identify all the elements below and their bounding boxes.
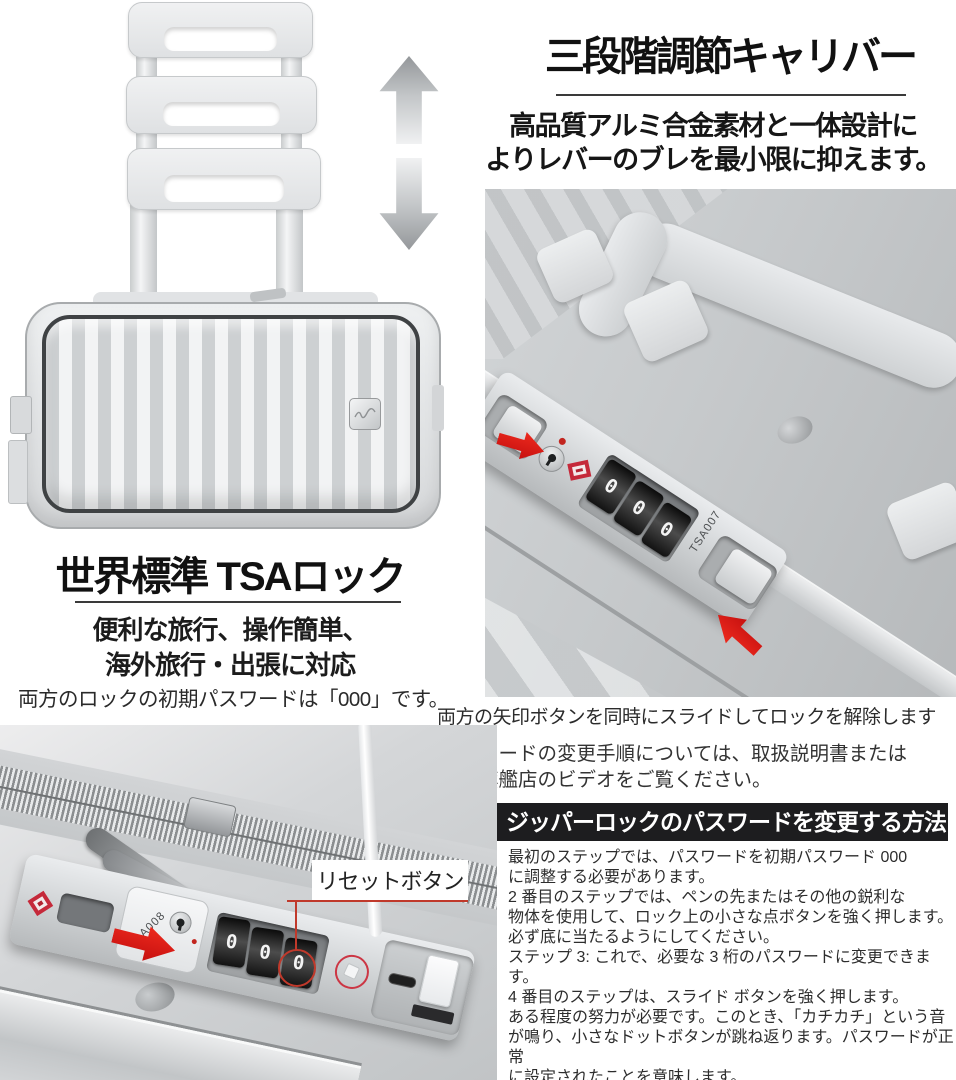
tsa-sub-line1: 便利な旅行、操作簡単、	[92, 615, 368, 645]
grip-hole	[163, 26, 278, 51]
manual-note-line2: 公式旗艦店のビデオをご覧ください。	[440, 769, 772, 791]
rivet	[773, 411, 817, 449]
dial-digit: 0	[655, 517, 678, 543]
usb-module	[369, 938, 475, 1037]
reset-callout-connector-line	[295, 901, 297, 951]
brand-logo-squiggle	[354, 408, 376, 419]
usb-a-plug	[418, 954, 460, 1008]
grip-hole	[162, 101, 281, 127]
dial-digit: 0	[257, 940, 273, 965]
retract-down-arrow-icon	[379, 158, 439, 250]
reset-callout-underline	[287, 900, 468, 902]
grip-hole	[164, 175, 284, 202]
combination-dial-1: 0	[211, 916, 251, 969]
side-trim-right	[432, 385, 444, 431]
carry-bar-title-underline	[556, 94, 906, 96]
carry-bar-title: 三段階調節キャリバー	[545, 35, 918, 79]
usb-a-port	[410, 1004, 455, 1025]
reset-callout-ring	[278, 949, 316, 987]
tsa-title-underline	[75, 601, 401, 603]
keyhole-icon	[167, 909, 194, 936]
tsa-lock-panel: 0 0 0 TSA007	[485, 369, 791, 628]
trolley-grip-stage-2	[126, 76, 317, 134]
tsa-lock-photo: 0 0 0 TSA007	[485, 189, 956, 697]
red-indicator-dot	[191, 938, 198, 945]
combination-dials: 0 0 0	[205, 911, 331, 996]
tsa008-plate: TSA008	[113, 884, 211, 975]
trolley-grip-stage-1	[128, 2, 313, 58]
dial-digit: 0	[600, 474, 622, 499]
dial-digit: 0	[627, 495, 650, 521]
keyhole-stem	[177, 922, 183, 932]
tsa-diamond-icon	[567, 459, 592, 481]
manual-note-line1: パスワードの変更手順については、取扱説明書または	[440, 743, 908, 765]
side-latch-lower	[8, 440, 28, 504]
pull-hook-notch	[55, 892, 116, 934]
lock-slide-button-right	[695, 532, 780, 613]
unlock-instruction: 両方の矢印ボタンを同時にスライドしてロックを解除します	[437, 707, 936, 728]
trolley-handle-photo	[0, 0, 470, 530]
zipper-lock-photo: TSA008 0 0 0	[0, 725, 497, 1080]
rivet	[132, 978, 178, 1016]
combination-dials: 0 0 0	[576, 452, 701, 564]
carry-bar-desc-line2: よりレバーのブレを最小限に抑えます。	[485, 145, 942, 175]
reset-button-area	[330, 949, 373, 994]
brand-badge	[349, 398, 381, 430]
reset-button-callout-box: リセットボタン	[312, 860, 468, 900]
tsa-sub-line2: 海外旅行・出張に対応	[104, 650, 356, 680]
steps-header: ジッパーロックのパスワードを変更する方法:	[497, 803, 954, 841]
reset-button-label: リセットボタン	[316, 869, 464, 894]
extend-up-arrow-icon	[379, 56, 439, 144]
carry-bar-desc-line1: 高品質アルミ合金素材と一体設計に	[509, 111, 918, 141]
keyhole-icon	[533, 440, 570, 477]
tsa-section-title: 世界標準 TSAロック	[55, 555, 406, 599]
dial-digit: 0	[223, 930, 239, 954]
lock-model-label: TSA007	[687, 508, 724, 555]
usb-c-port	[387, 972, 418, 989]
trolley-grip-stage-3	[127, 148, 321, 210]
slide-thumb	[713, 546, 774, 606]
side-latch-upper	[10, 396, 32, 434]
handle-mount-far-right	[884, 479, 956, 563]
red-indicator-dot	[557, 436, 568, 446]
steps-body: 最初のステップでは、パスワードを初期パスワード 000 に調整する必要があります…	[508, 849, 954, 1080]
tsa-diamond-icon	[27, 890, 54, 916]
initial-password-note: 両方のロックの初期パスワードは「000」です。	[18, 688, 449, 711]
